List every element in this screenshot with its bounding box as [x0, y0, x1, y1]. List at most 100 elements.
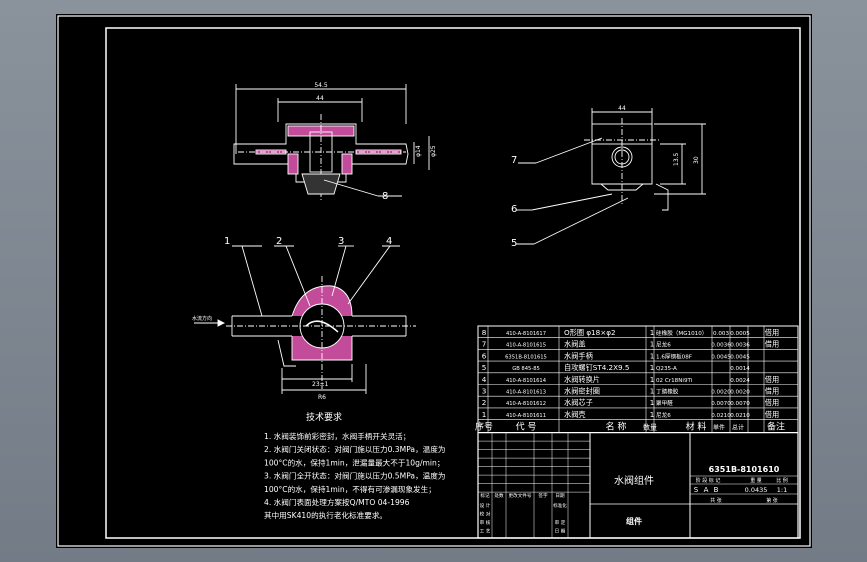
sheet-number: 第 张 [766, 497, 778, 504]
total-weight: 0.0435 [745, 486, 768, 494]
bom-cell-note: 借用 [765, 410, 779, 419]
role-label: 审 核 [480, 519, 491, 526]
bom-cell-code: 410-A-8101612 [506, 401, 546, 407]
note-line: 2. 水阀门关闭状态：对阀门施以压力0.3MPa，温度为 [264, 444, 445, 454]
role-label: 工 艺 [480, 529, 491, 535]
dim-bottom-2: R6 [318, 394, 326, 401]
bom-cell-qty: 1 [650, 410, 655, 419]
section-view [194, 245, 416, 394]
stage-label: 阶 段 标 记 [696, 477, 721, 484]
change-col-label: 更改文件号 [509, 492, 532, 499]
bom-cell-qty: 1 [650, 363, 655, 372]
side-label: 标准化 [553, 502, 567, 509]
drawing-canvas[interactable]: 54.5 44 φ14 φ25 8 44 13.5 30 7 6 5 [56, 14, 812, 548]
bom-cell-code: 410-A-8101617 [506, 331, 546, 337]
bom-cell-name: O形圈 φ18×φ2 [564, 328, 616, 337]
bom-cell-name: 水阀盖 [564, 340, 586, 349]
bom-cell-w2: 0.0005 [730, 331, 750, 337]
note-line: 100°C的水，保持1min，泄漏量最大不于10g/min； [264, 457, 444, 467]
change-col-label: 标记 [480, 492, 490, 499]
bom-cell-material: 尼龙6 [656, 411, 671, 419]
balloon-2: 2 [276, 236, 282, 247]
weight-label: 重 量 [750, 477, 762, 484]
dim-top-dia2: φ25 [430, 145, 437, 157]
drawing-sheet: 54.5 44 φ14 φ25 8 44 13.5 30 7 6 5 [56, 14, 812, 548]
inner-frame [105, 27, 801, 539]
balloon-4: 4 [386, 236, 392, 247]
note-line: 4. 水阀门表面处理方案按Q/MTO 04-1996 [264, 497, 410, 507]
bom-cell-code: 410-A-8101614 [506, 378, 547, 384]
bom-header-no: 序号 [475, 421, 493, 433]
bom-cell-name: 水阀芯子 [564, 398, 593, 407]
bom-cell-material: 尼龙6 [656, 341, 671, 349]
bom-cell-note: 借用 [765, 340, 779, 349]
scale-label: 比 例 [776, 477, 788, 484]
bom-cell-no: 4 [482, 375, 487, 384]
bom-cell-name: 水阀壳 [564, 410, 586, 419]
drawing-number: 6351B-8101610 [709, 465, 780, 474]
bom-cell-w2: 0.0070 [730, 401, 750, 407]
bom-cell-no: 3 [482, 387, 487, 396]
dim-top-overall: 54.5 [314, 82, 328, 89]
role-label: 设 计 [480, 502, 491, 509]
dim-side-h1: 13.5 [673, 152, 680, 166]
bom-header-w2: 总计 [732, 424, 744, 432]
title-frame [477, 432, 799, 539]
bom-cell-w2: 0.0045 [730, 354, 750, 360]
dim-bottom: 23±1 [312, 381, 329, 388]
title-name: 水阀组件 [614, 474, 654, 487]
bom-cell-qty: 1 [650, 375, 655, 384]
bom-cell-w1: 0.0210 [711, 413, 731, 419]
balloon-1: 1 [224, 236, 230, 247]
bom-cell-w2: 0.0020 [730, 390, 750, 396]
notes-title: 技术要求 [306, 411, 342, 423]
bom-cell-qty: 1 [650, 328, 655, 337]
bom-cell-material: Q235-A [656, 366, 677, 372]
note-line: 其中用SK410的执行老化标准要求。 [264, 510, 387, 520]
bom-cell-w1: 0.0036 [711, 343, 731, 349]
bom-cell-no: 7 [482, 340, 487, 349]
dim-side-top: 44 [618, 105, 626, 112]
top-view [233, 84, 430, 202]
bom-cell-code: GB 845-85 [512, 366, 540, 372]
bom-cell-code: 410-A-8101613 [506, 390, 546, 396]
bom-cell-w1: 0.0020 [711, 390, 731, 396]
stage-mark: B [714, 486, 719, 494]
bom-cell-no: 6 [482, 351, 487, 360]
note-line: 100°C的水，保持1min，不得有可渗漏现象发生； [264, 484, 436, 494]
notes-lines: 1. 水阀装饰前彩密封，水阀手柄开关灵活；2. 水阀门关闭状态：对阀门施以压力0… [264, 431, 445, 520]
bom-header-w1: 单件 [713, 424, 725, 432]
bom-cell-material: 02 Cr18Ni9Ti [656, 378, 693, 384]
balloon-6: 6 [511, 204, 517, 215]
balloon-7: 7 [511, 155, 517, 166]
bom-cell-note: 借用 [765, 328, 779, 337]
bom-cell-name: 自攻螺钉ST4.2X9.5 [564, 363, 630, 372]
bom-cell-no: 2 [482, 398, 487, 407]
outer-border [57, 15, 811, 547]
bom-cell-qty: 1 [650, 351, 655, 360]
change-col-label: 签字 [538, 492, 548, 499]
sheet-total: 共 张 [710, 497, 722, 504]
stage-mark: A [704, 486, 709, 494]
bom-header-name: 名 称 [606, 421, 627, 433]
bom-cell-note: 借用 [765, 387, 779, 396]
balloon-8: 8 [382, 191, 388, 202]
bom-cell-qty: 1 [650, 387, 655, 396]
bom-cell-code: 410-A-8101611 [506, 413, 546, 419]
side-label: 日 期 [555, 529, 566, 535]
bom-header-qty: 数量 [643, 423, 657, 432]
bom-header-material: 材 料 [686, 421, 707, 433]
balloon-5: 5 [511, 238, 517, 249]
dim-top-inner: 44 [316, 95, 324, 102]
bom-cell-w2: 0.0014 [730, 366, 750, 372]
note-line: 3. 水阀门全开状态：对阀门施以压力0.5MPa，温度为 [264, 471, 445, 481]
assembly-label: 组件 [626, 516, 642, 526]
bom-cell-note: 借用 [765, 375, 779, 384]
change-col-label: 处数 [494, 492, 504, 499]
bom-cell-name: 水阀转换片 [564, 375, 600, 384]
bom-cell-w2: 0.0036 [730, 343, 750, 349]
bom-header-note: 备注 [767, 421, 785, 433]
dim-side-h2: 30 [693, 156, 700, 164]
bom-cell-qty: 1 [650, 340, 655, 349]
